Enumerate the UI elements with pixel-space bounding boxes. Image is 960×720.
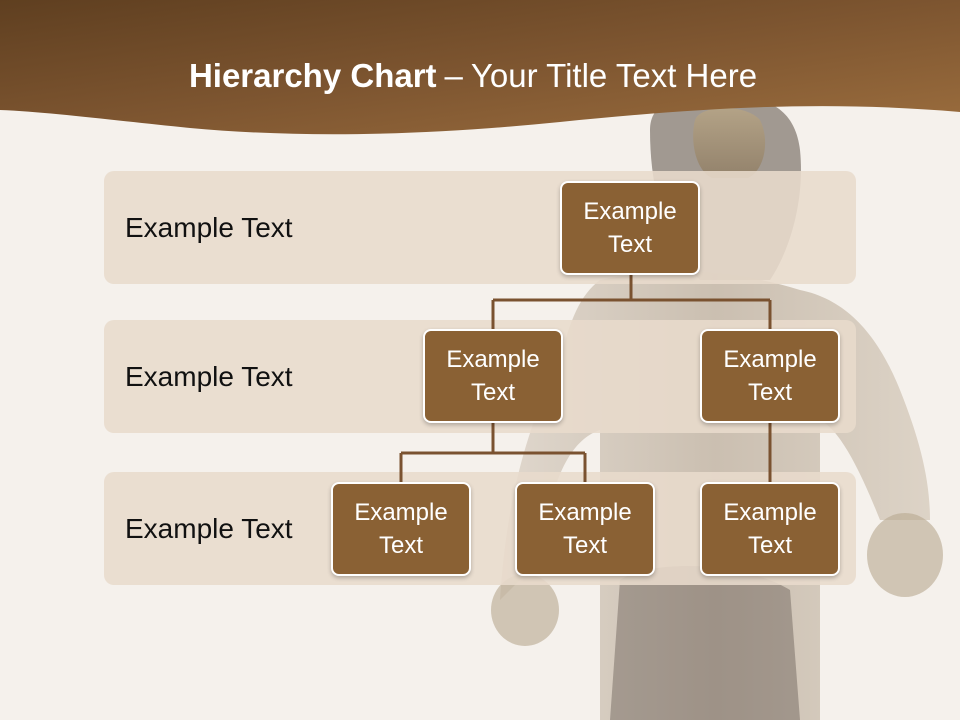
- slide-title: Hierarchy Chart–Your Title Text Here: [0, 54, 946, 98]
- row-label: Example Text: [125, 513, 293, 544]
- row-label: Example Text: [125, 361, 293, 392]
- hierarchy-row-1: Example Text: [104, 171, 856, 284]
- row-label: Example Text: [125, 212, 293, 243]
- title-separator: –: [444, 57, 463, 94]
- node-label: Example Text: [538, 499, 632, 559]
- node-label: Example Text: [723, 499, 817, 559]
- org-node-level2-left[interactable]: Example Text: [423, 329, 563, 423]
- org-node-level3-right[interactable]: Example Text: [700, 482, 840, 576]
- node-label: Example Text: [446, 346, 540, 406]
- node-label: Example Text: [354, 499, 448, 559]
- org-node-root[interactable]: Example Text: [560, 181, 700, 275]
- title-bold-part: Hierarchy Chart: [188, 57, 437, 94]
- org-node-level3-middle[interactable]: Example Text: [515, 482, 655, 576]
- org-node-level3-left[interactable]: Example Text: [331, 482, 471, 576]
- node-label: Example Text: [723, 346, 817, 406]
- org-node-level2-right[interactable]: Example Text: [700, 329, 840, 423]
- node-label: Example Text: [583, 198, 677, 258]
- header-band: [0, 0, 960, 135]
- title-rest-part: Your Title Text Here: [470, 57, 758, 94]
